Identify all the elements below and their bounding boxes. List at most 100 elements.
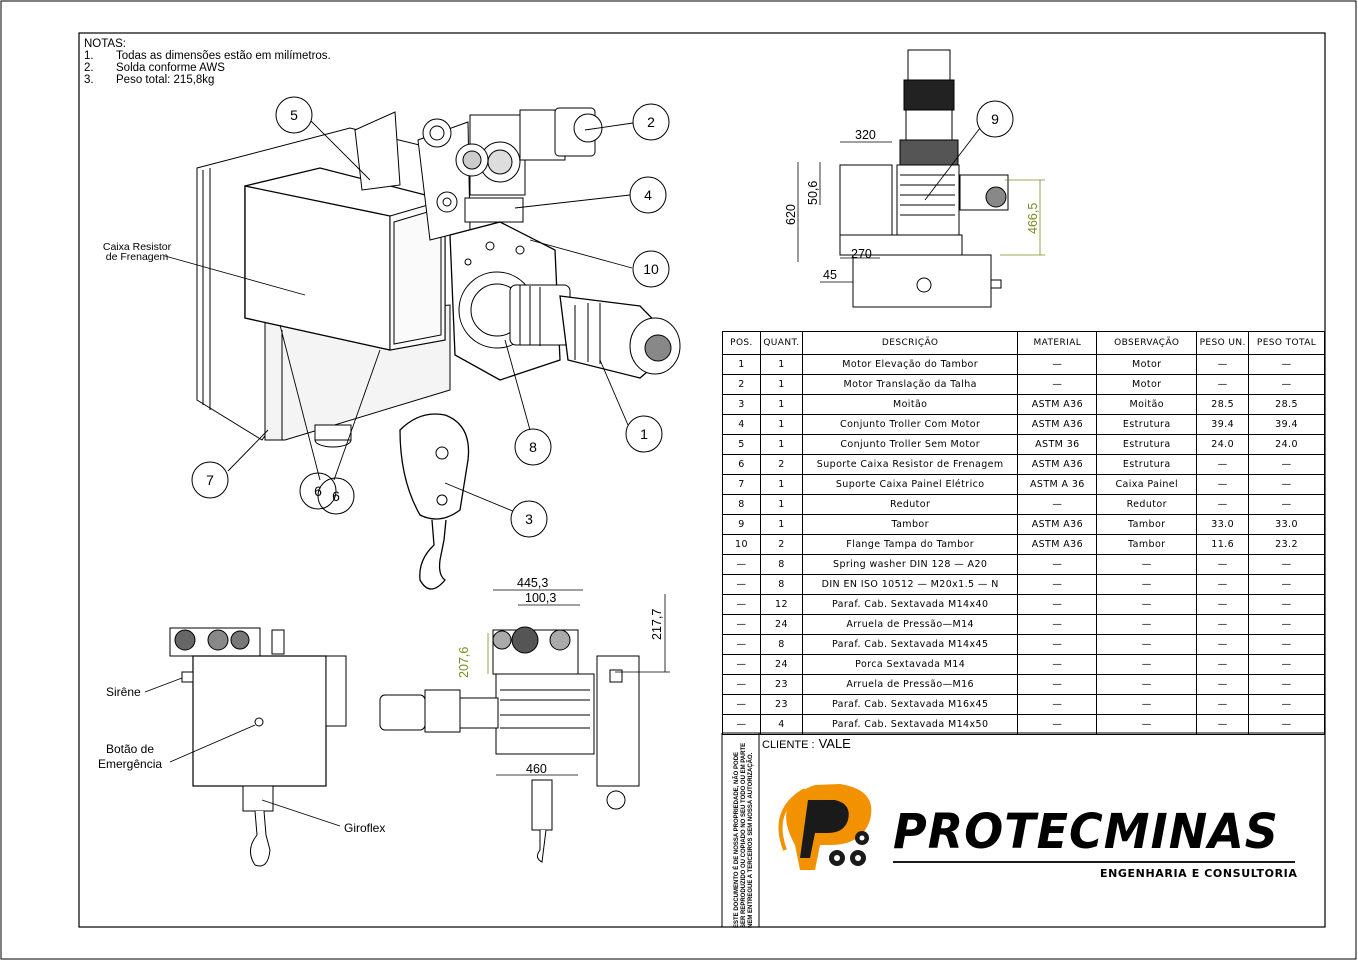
- table-cell: Paraf. Cab. Sextavada M14x45: [801, 634, 1019, 655]
- col-pos: POS.: [722, 331, 761, 355]
- front-elevation-view: [839, 49, 1009, 308]
- col-descricao: DESCRIÇÃO: [801, 331, 1019, 355]
- col-quant: QUANT.: [759, 331, 803, 355]
- table-cell: 8: [722, 494, 761, 515]
- table-cell: Conjunto Troller Sem Motor: [801, 434, 1019, 455]
- table-cell: Tambor: [1096, 514, 1198, 535]
- table-cell: —: [1017, 494, 1098, 515]
- table-cell: 12: [759, 594, 803, 615]
- table-cell: 39.4: [1248, 414, 1325, 435]
- table-cell: —: [1196, 474, 1250, 495]
- table-cell: —: [1017, 674, 1098, 695]
- table-cell: —: [722, 574, 761, 595]
- table-cell: 24: [759, 614, 803, 635]
- notes-block: NOTAS: 1.Todas as dimensões estão em mil…: [84, 38, 331, 86]
- table-cell: —: [1196, 454, 1250, 475]
- table-cell: —: [1196, 554, 1250, 575]
- table-cell: —: [1017, 554, 1098, 575]
- table-cell: Motor Translação da Talha: [801, 374, 1019, 395]
- col-observacao: OBSERVAÇÃO: [1096, 331, 1198, 355]
- table-cell: —: [1096, 634, 1198, 655]
- table-cell: Caixa Painel: [1096, 474, 1198, 495]
- table-cell: —: [1248, 354, 1325, 375]
- table-cell: 33.0: [1248, 514, 1325, 535]
- note-item: 1.Todas as dimensões estão em milímetros…: [84, 50, 331, 62]
- table-cell: 8: [759, 574, 803, 595]
- protecminas-logo: [778, 784, 1295, 870]
- table-cell: —: [1196, 614, 1250, 635]
- label-sirene: Sirêne: [106, 685, 141, 699]
- table-cell: —: [1248, 694, 1325, 715]
- table-cell: Conjunto Troller Com Motor: [801, 414, 1019, 435]
- table-cell: —: [1096, 614, 1198, 635]
- table-cell: ASTM 36: [1017, 434, 1098, 455]
- table-cell: —: [1017, 594, 1098, 615]
- table-cell: Tambor: [801, 514, 1019, 535]
- table-cell: Tambor: [1096, 534, 1198, 555]
- table-cell: —: [1017, 614, 1098, 635]
- table-cell: —: [1248, 674, 1325, 695]
- table-cell: —: [1096, 574, 1198, 595]
- table-cell: 33.0: [1196, 514, 1250, 535]
- table-cell: ASTM A36: [1017, 514, 1098, 535]
- col-material: MATERIAL: [1017, 331, 1098, 355]
- label-botao-emergencia: Botão de Emergência: [98, 742, 163, 771]
- table-cell: 1: [759, 354, 803, 375]
- table-cell: 1: [722, 354, 761, 375]
- isometric-view: [196, 107, 681, 590]
- table-cell: 1: [759, 514, 803, 535]
- table-cell: 2: [759, 454, 803, 475]
- col-peso-total: PESO TOTAL: [1248, 331, 1325, 355]
- table-cell: 6: [722, 454, 761, 475]
- table-cell: —: [722, 614, 761, 635]
- table-cell: —: [722, 554, 761, 575]
- company-name: PROTECMINAS: [893, 802, 1279, 860]
- note-item: 3.Peso total: 215,8kg: [84, 74, 215, 86]
- table-cell: 11.6: [1196, 534, 1250, 555]
- table-cell: ASTM A36: [1017, 454, 1098, 475]
- table-cell: Suporte Caixa Painel Elétrico: [801, 474, 1019, 495]
- table-cell: Estrutura: [1096, 454, 1198, 475]
- table-cell: —: [1017, 374, 1098, 395]
- table-cell: —: [722, 674, 761, 695]
- table-cell: 2: [722, 374, 761, 395]
- table-cell: Moitão: [1096, 394, 1198, 415]
- table-cell: 23.2: [1248, 534, 1325, 555]
- table-cell: Spring washer DIN 128 — A20: [801, 554, 1019, 575]
- table-cell: 2: [759, 534, 803, 555]
- table-cell: —: [1196, 674, 1250, 695]
- table-cell: 1: [759, 414, 803, 435]
- table-cell: —: [1248, 574, 1325, 595]
- table-cell: 1: [759, 434, 803, 455]
- table-cell: —: [1096, 554, 1198, 575]
- table-cell: —: [1196, 354, 1250, 375]
- table-cell: Moitão: [801, 394, 1019, 415]
- table-cell: 5: [722, 434, 761, 455]
- table-cell: —: [1096, 674, 1198, 695]
- table-cell: —: [1248, 614, 1325, 635]
- table-cell: ASTM A36: [1017, 534, 1098, 555]
- company-subtitle: ENGENHARIA E CONSULTORIA: [1100, 867, 1298, 880]
- table-cell: 3: [722, 394, 761, 415]
- table-cell: 24.0: [1248, 434, 1325, 455]
- bill-of-materials-table: POS. QUANT. DESCRIÇÃO MATERIAL OBSERVAÇÃ…: [722, 331, 1325, 735]
- table-cell: —: [1248, 594, 1325, 615]
- table-cell: 10: [722, 534, 761, 555]
- note-item: 2.Solda conforme AWS: [84, 62, 225, 74]
- table-cell: Redutor: [1096, 494, 1198, 515]
- table-cell: Arruela de Pressão—M16: [801, 674, 1019, 695]
- table-cell: 7: [722, 474, 761, 495]
- table-cell: —: [1017, 654, 1098, 675]
- table-cell: —: [1196, 574, 1250, 595]
- table-cell: 28.5: [1248, 394, 1325, 415]
- table-header-row: POS. QUANT. DESCRIÇÃO MATERIAL OBSERVAÇÃ…: [722, 331, 1325, 355]
- table-cell: 4: [722, 414, 761, 435]
